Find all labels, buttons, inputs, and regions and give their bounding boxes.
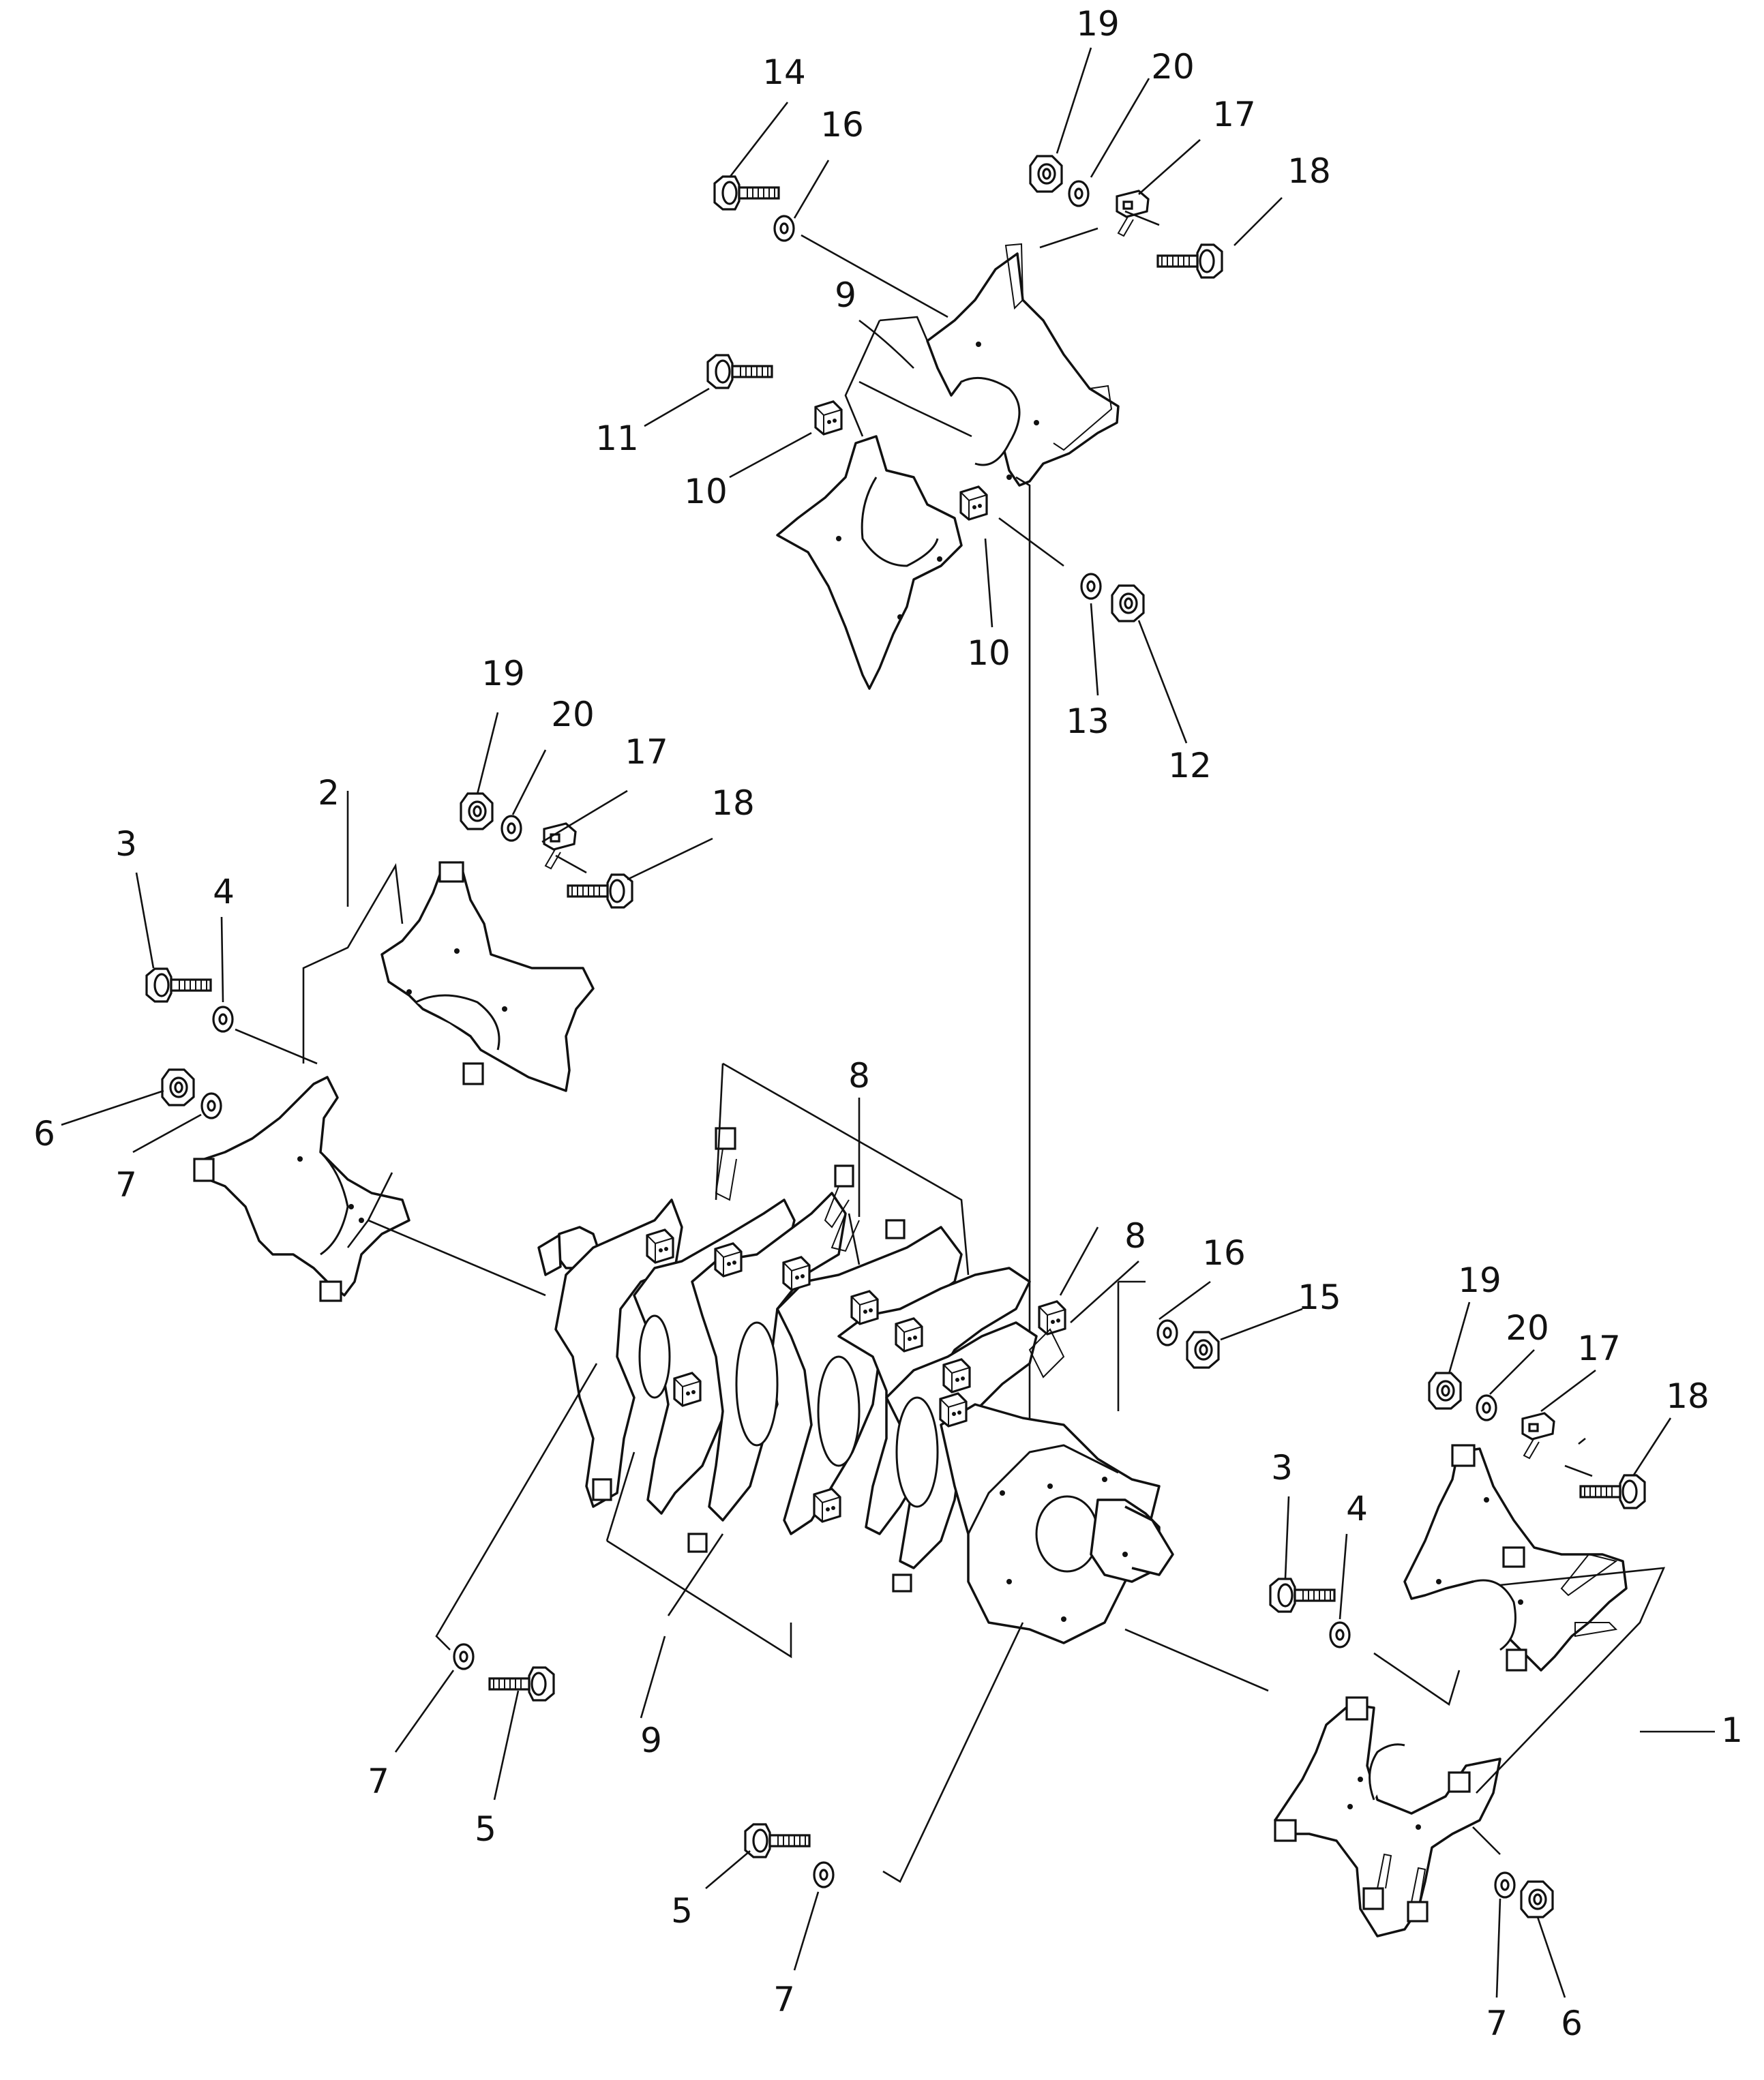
rotor-shaft-assembly	[537, 1127, 1174, 1644]
spacer-block-10-right	[959, 485, 988, 521]
callout-18-left: 18	[711, 783, 755, 823]
bolt-18-right	[1579, 1474, 1646, 1509]
bolt-11	[706, 354, 773, 389]
callout-4-left: 4	[213, 872, 235, 911]
bolt-3-left	[145, 967, 212, 1003]
callout-13: 13	[1066, 702, 1109, 741]
nut-6-right	[1520, 1880, 1554, 1918]
nut-19-left	[460, 792, 494, 830]
callout-5-left: 5	[475, 1809, 496, 1849]
nut-19-top	[1029, 155, 1063, 193]
callout-7-bottom-left: 7	[368, 1762, 389, 1801]
bolt-18-top	[1156, 243, 1223, 279]
washer-16-top	[773, 215, 795, 242]
callout-1: 1	[1721, 1710, 1743, 1750]
bolt-3-right	[1269, 1578, 1336, 1613]
washer-20-top	[1068, 180, 1090, 207]
callout-17-top: 17	[1212, 95, 1256, 134]
washer-7-bottom	[813, 1861, 835, 1888]
callout-6-left: 6	[33, 1114, 55, 1154]
callout-10-left: 10	[684, 472, 728, 511]
callout-6-right: 6	[1561, 2004, 1583, 2043]
clip-17-right	[1521, 1412, 1555, 1460]
callout-2: 2	[318, 773, 340, 813]
callout-18-right: 18	[1666, 1376, 1709, 1416]
bolt-5-bottom	[744, 1823, 811, 1858]
callout-20-top: 20	[1151, 47, 1195, 87]
washer-7-left	[200, 1092, 222, 1119]
callout-17-left: 17	[625, 732, 668, 772]
washer-7-bottom-left	[453, 1643, 475, 1670]
guard-plate-2-upper	[380, 861, 595, 1092]
washer-4-right	[1329, 1621, 1351, 1648]
callout-20-left: 20	[551, 695, 595, 734]
spacer-block-10-left	[814, 400, 843, 436]
callout-3-right: 3	[1271, 1448, 1293, 1488]
callout-4-right: 4	[1346, 1489, 1368, 1528]
callout-17-right: 17	[1577, 1329, 1621, 1368]
nut-6-left	[161, 1068, 195, 1106]
top-cover-plate-lower	[776, 435, 963, 690]
callout-16-top: 16	[820, 105, 864, 145]
nut-15	[1186, 1331, 1220, 1369]
bolt-14	[713, 175, 780, 211]
callout-18-top: 18	[1287, 151, 1331, 191]
washer-4-left	[212, 1006, 234, 1033]
callout-9-top: 9	[835, 275, 856, 315]
nut-19-right	[1428, 1372, 1462, 1410]
callout-16-right: 16	[1202, 1233, 1246, 1273]
callout-8-right: 8	[1124, 1216, 1146, 1256]
bolt-18-left	[567, 873, 633, 909]
callout-20-right: 20	[1506, 1308, 1549, 1348]
callout-10-right: 10	[967, 633, 1011, 673]
top-cover-plate-upper	[926, 243, 1120, 487]
callout-3-left: 3	[115, 824, 137, 864]
washer-20-left	[500, 815, 522, 842]
callout-19-top: 19	[1076, 4, 1120, 44]
callout-9-bottom: 9	[640, 1721, 662, 1760]
guard-plate-2-lower	[193, 1076, 410, 1302]
nut-12	[1111, 584, 1145, 622]
callout-5-bottom: 5	[671, 1891, 693, 1931]
washer-20-right	[1476, 1394, 1497, 1421]
guard-plate-1-lower	[1274, 1696, 1501, 1938]
callout-11: 11	[595, 419, 639, 458]
callout-7-bottom: 7	[773, 1980, 795, 2019]
bolt-5-left	[488, 1666, 555, 1702]
washer-16-right	[1156, 1319, 1178, 1346]
callout-12: 12	[1168, 746, 1212, 785]
callout-7-left: 7	[115, 1165, 137, 1205]
guard-plate-1-upper	[1403, 1444, 1628, 1672]
callout-8-left: 8	[848, 1056, 870, 1096]
callout-19-left: 19	[481, 654, 525, 693]
washer-7-right	[1494, 1871, 1516, 1899]
washer-13	[1080, 573, 1102, 600]
callout-7-right: 7	[1486, 2004, 1508, 2043]
callout-19-right: 19	[1458, 1261, 1501, 1300]
callout-14: 14	[762, 52, 806, 92]
callout-15: 15	[1298, 1278, 1341, 1317]
